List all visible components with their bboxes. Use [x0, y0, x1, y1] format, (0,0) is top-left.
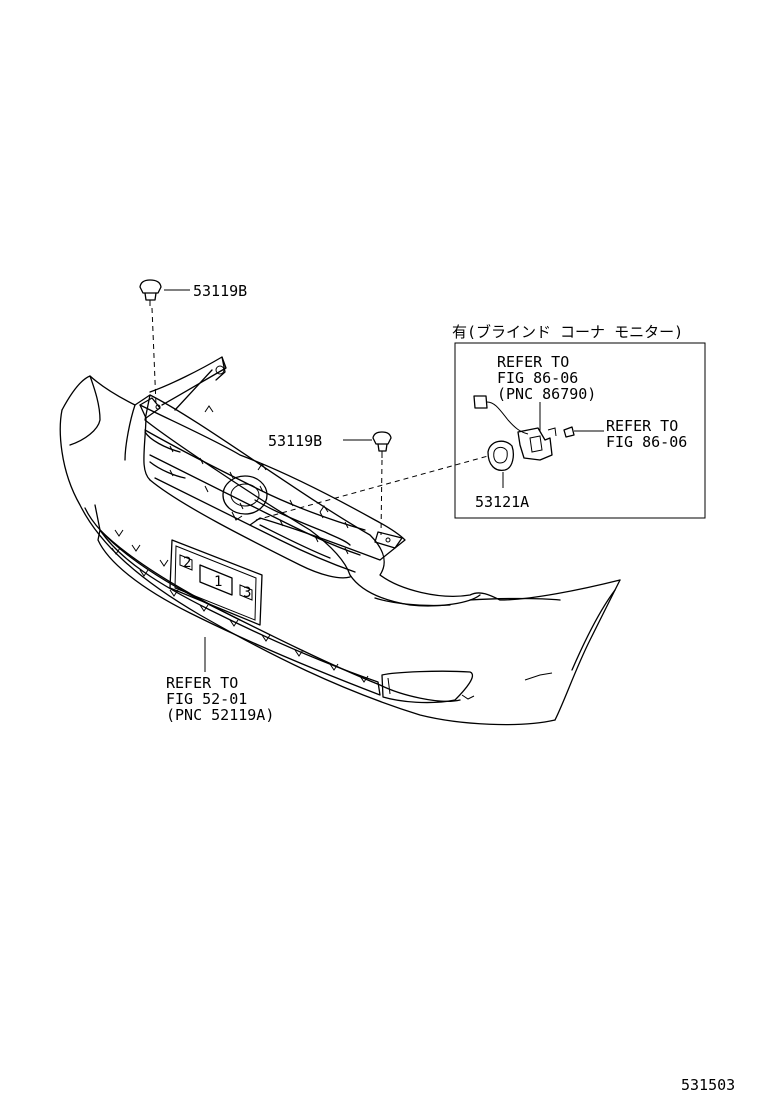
screw	[563, 426, 604, 438]
plate-mark-center: 1	[214, 574, 222, 590]
leader-inset	[255, 455, 489, 521]
inset-part-label: 53121A	[475, 493, 529, 511]
clip-53119b-top: 53119B	[139, 279, 247, 306]
label-clip-top: 53119B	[193, 282, 247, 300]
plate-mark-left: 2	[183, 555, 191, 571]
leader-clip-top	[151, 307, 157, 406]
option-header: 有(ブラインド コーナ モニター)	[452, 323, 683, 341]
plate-mark-right: 3	[243, 585, 251, 601]
inset-blind-corner-monitor: 有(ブラインド コーナ モニター) REFER TO FIG 86-06 (PN…	[452, 323, 706, 519]
inset-refer-1: REFER TO	[497, 353, 569, 371]
radiator-grille	[139, 356, 406, 579]
bumper-reference: REFER TO FIG 52-01 (PNC 52119A)	[166, 637, 274, 724]
figure-number: 531503	[681, 1076, 735, 1094]
leader-clip-mid	[380, 459, 383, 536]
bumper-pnc: (PNC 52119A)	[166, 706, 274, 724]
inset-fig-2: FIG 86-06	[606, 433, 687, 451]
inset-fig-1: FIG 86-06	[497, 369, 578, 387]
inset-pnc-1: (PNC 86790)	[497, 385, 596, 403]
bumper-fig: FIG 52-01	[166, 690, 247, 708]
bumper-refer: REFER TO	[166, 674, 238, 692]
license-plate-bracket: 2 1 3	[179, 554, 253, 601]
inset-frame	[454, 342, 706, 519]
label-clip-mid: 53119B	[268, 432, 322, 450]
clip-53119b-mid: 53119B	[268, 431, 392, 458]
corner-sensor-assembly	[473, 395, 557, 461]
sensor-cap-53121a	[487, 440, 514, 488]
inset-refer-2: REFER TO	[606, 417, 678, 435]
